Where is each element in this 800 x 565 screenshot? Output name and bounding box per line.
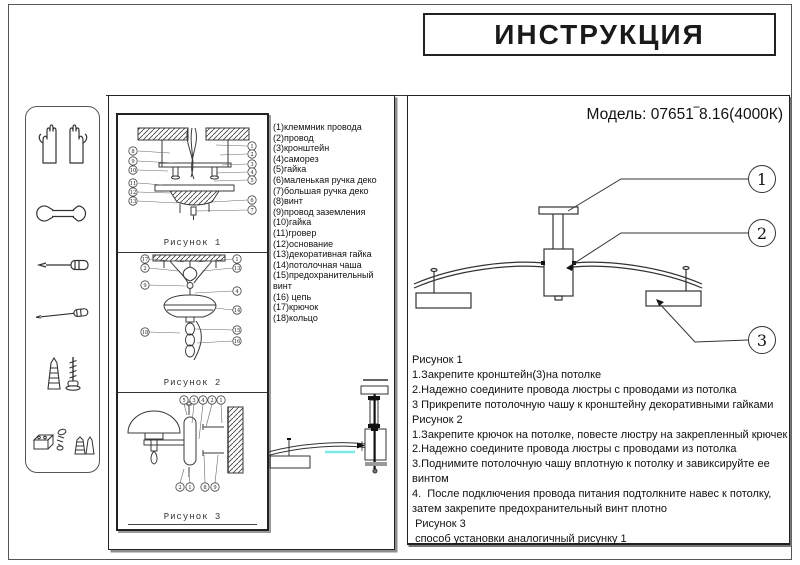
lamp-callout-1: 1 [757,170,767,189]
list-line: (10)гайка [273,217,312,228]
callout-number: 13 [130,199,137,205]
callout-number: 2 [143,266,146,272]
callout-number: 10 [130,168,137,174]
figures-box: 8 9 10 11 12 13 1 2 3 4 5 6 7 Рисунок 1 [116,113,269,531]
list-line: 3.Поднимите потолочную чашу вплотную к п… [412,458,770,471]
figures-panel: 8 9 10 11 12 13 1 2 3 4 5 6 7 Рисунок 1 [108,95,395,550]
page-title: ИНСТРУКЦИЯ [494,18,705,50]
list-line: (15)предохранительный [273,270,374,281]
wrench-icon [34,198,92,228]
figure-3: 5 3 4 2 1 2 1 8 9 Рисунок 3 [118,393,267,529]
callout-number: 1 [219,398,222,404]
figure-1-label: Рисунок 1 [163,238,222,248]
figure-2-label: Рисунок 2 [163,378,222,388]
callout-number: 4 [250,170,254,176]
list-line: (3)кронштейн [273,143,330,154]
figure-2-drawing: 17 2 9 18 1 13 4 14 15 16 [140,254,242,361]
list-line: 4. После подключения провода питания под… [412,488,772,501]
list-line: (17)крючок [273,302,319,313]
callout-number: 3 [250,162,253,168]
callout-number: 1 [188,485,191,491]
list-line: винт [273,280,292,291]
figure-2: 17 2 9 18 1 13 4 14 15 16 Рисунок 2 [118,253,267,393]
callout-number: 13 [234,266,241,272]
list-line: (4)саморез [273,153,319,164]
figure-3-drawing: 5 3 4 2 1 2 1 8 9 [127,395,244,492]
callout-number: 11 [130,181,137,187]
figure-1: 8 9 10 11 12 13 1 2 3 4 5 6 7 Рисунок 1 [118,115,267,253]
callout-number: 9 [213,485,216,491]
callout-number: 3 [192,398,195,404]
list-line: 1.Закрепите кронштейн(3)на потолке [412,368,602,381]
list-line: затем закрепите предохранительный винт п… [412,503,668,516]
list-line: (13)декоративная гайка [273,249,372,260]
page-border [8,4,792,560]
figure-3-label: Рисунок 3 [128,512,257,525]
callout-number: 15 [234,328,241,334]
callout-number: 2 [250,152,253,158]
list-line: 2.Надежно соедините провода люстры с про… [412,443,737,456]
tools-sidebar [25,106,100,473]
callout-number: 8 [131,149,134,155]
callout-number: 1 [235,257,238,263]
anchor-and-screw-icon [40,353,86,395]
callout-number: 5 [250,178,253,184]
instruction-panel: Модель: 07651‾8.16(4000К) [407,95,790,545]
callout-number: 2 [210,398,213,404]
list-line: Рисунок 1 [412,354,463,366]
hardware-parts-icon [30,422,96,460]
list-line: 1.Закрепите крючок на потолке, повесте л… [412,428,788,441]
list-line: (16) цепь [273,291,312,302]
callout-number: 9 [131,159,134,165]
installation-instructions: Рисунок 1 1.Закрепите кронштейн(3)на пото… [412,353,788,547]
list-line: (9)провод заземления [273,206,366,217]
screwdriver-icon [34,254,92,276]
list-line: (8)винт [273,196,303,207]
parts-list: (1)клеммник провода(2)провод(3)кронштейн… [273,122,393,323]
lamp-diagram: 1 2 3 [413,165,776,354]
callout-number: 9 [143,283,146,289]
list-line: 2.Надежно соедините провода люстры с про… [412,383,737,396]
list-line: 3 Прикрепите потолочную чашу к кронштейн… [412,398,774,411]
callout-number: 2 [178,485,181,491]
lamp-callout-3: 3 [757,331,767,350]
callout-number: 18 [142,330,149,336]
callout-number: 4 [235,289,239,295]
list-line: винтом [412,473,449,486]
long-screwdriver-icon [33,303,93,327]
callout-number: 14 [234,308,241,314]
figure-1-drawing: 8 9 10 11 12 13 1 2 3 4 5 6 7 [128,127,257,220]
list-line: (2)провод [273,132,314,143]
list-line: (7)большая ручка деко [273,185,369,196]
title-box: ИНСТРУКЦИЯ [423,13,776,56]
list-line: (1)клеммник провода [273,122,362,132]
list-line: (5)гайка [273,164,307,175]
callout-number: 5 [182,398,185,404]
list-line: (14)потолочная чаша [273,259,362,270]
callout-number: 1 [250,144,253,150]
callout-number: 16 [234,339,241,345]
list-line: (12)основание [273,238,334,249]
callout-number: 7 [250,208,253,214]
gloves-icon [36,119,90,171]
callout-number: 17 [142,257,149,263]
list-line: (11)гровер [273,227,317,238]
list-line: (6)маленькая ручка деко [273,174,377,185]
list-line: Рисунок 2 [412,413,463,426]
callout-number: 8 [203,485,206,491]
model-number: Модель: 07651‾8.16(4000К) [586,106,783,123]
callout-number: 6 [250,198,253,204]
lamp-side-view-diagram [267,379,389,474]
callout-number: 4 [201,398,205,404]
callout-number: 12 [130,190,137,196]
list-line: (18)кольцо [273,312,318,323]
lamp-callout-2: 2 [757,224,767,243]
list-line: способ установки аналогичный рисунку 1 [412,532,627,545]
list-line: Рисунок 3 [412,517,466,530]
